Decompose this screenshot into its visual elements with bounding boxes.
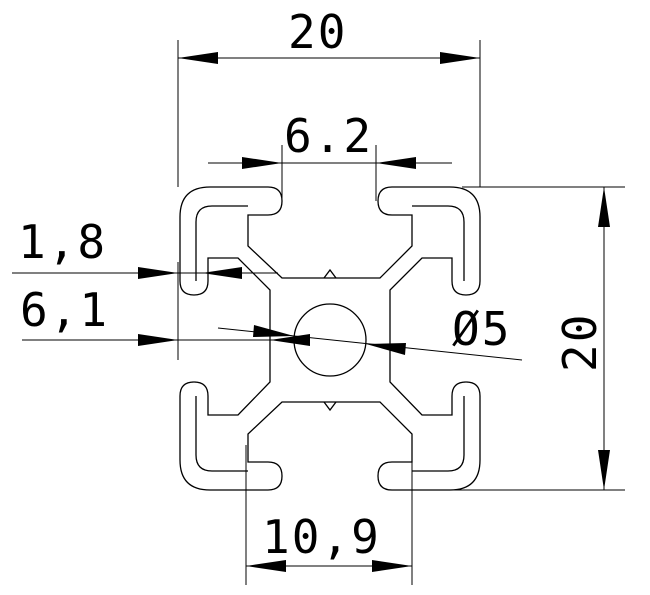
dim-slot-top-text: 6.2 xyxy=(284,109,373,163)
profile-inner-line-bottom-left xyxy=(195,396,248,472)
profile-outer-contour xyxy=(179,186,481,491)
profile-inner-line-top-right xyxy=(412,205,465,281)
dim-slot-top: 6.2 xyxy=(208,109,452,201)
dim-top-width-text: 20 xyxy=(288,5,347,59)
notch-bottom xyxy=(323,401,337,412)
dim-top-width: 20 xyxy=(177,5,481,187)
dim-slot-bottom-text: 10,9 xyxy=(262,510,381,564)
dim-bore-text: Ø5 xyxy=(452,302,511,356)
profile-inner-line-top-left xyxy=(195,205,248,223)
dim-depth-text: 6,1 xyxy=(20,283,109,337)
dim-lip-thickness: 1,8 xyxy=(12,215,278,279)
dim-depth: 6,1 xyxy=(20,262,310,360)
profile-inner-line-bottom-right xyxy=(412,396,465,472)
notch-top xyxy=(323,268,337,279)
dim-side-height-text: 20 xyxy=(553,313,607,372)
dim-side-height: 20 xyxy=(392,186,625,491)
profile-outline xyxy=(179,186,481,491)
dim-bore: Ø5 xyxy=(217,302,523,361)
dim-lip-thickness-text: 1,8 xyxy=(18,215,107,269)
dim-slot-bottom: 10,9 xyxy=(245,445,413,585)
